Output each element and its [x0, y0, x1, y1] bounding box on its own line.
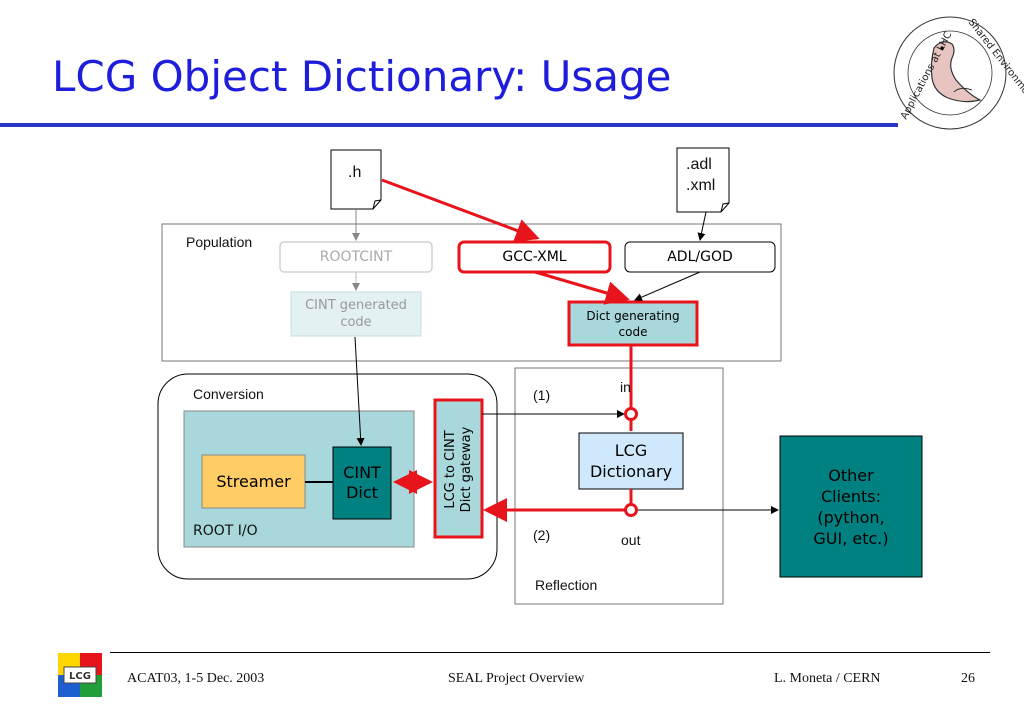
- lcg-dictionary-box: [578, 432, 684, 490]
- footer-right: L. Moneta / CERN: [774, 671, 881, 686]
- other-clients-line4: GUI, etc.): [813, 528, 889, 548]
- in-label: in: [620, 379, 631, 395]
- adlgod-label: ADL/GOD: [667, 249, 733, 265]
- xml-file-label: .xml: [686, 177, 716, 194]
- marker-2: (2): [533, 527, 551, 543]
- lcg-dictionary-line1: LCG: [614, 441, 648, 460]
- gccxml-label: GCC-XML: [502, 249, 567, 265]
- title-rule: [0, 123, 898, 127]
- reflection-label: Reflection: [535, 577, 598, 593]
- rootcint-label: ROOTCINT: [319, 249, 393, 265]
- dict-generating-box: [567, 300, 699, 347]
- svg-text:LCG: LCG: [69, 671, 91, 682]
- seal-logo-icon: Applications at LHC Shared Environment f…: [893, 16, 1024, 130]
- cint-generated-text: CINT generated code: [291, 292, 421, 336]
- other-clients-text: Other Clients: (python, GUI, etc.): [780, 436, 922, 577]
- gateway-text: LCG to CINT Dict gateway: [435, 401, 482, 538]
- gateway-line1: LCG to CINT: [442, 430, 458, 509]
- adl-file-shape: [676, 147, 730, 213]
- other-clients-line1: Other: [828, 465, 874, 485]
- cint-dict-line2: Dict: [346, 483, 378, 502]
- other-clients-line3: (python,: [817, 507, 885, 527]
- root-io-label: ROOT I/O: [193, 523, 258, 539]
- out-label: out: [621, 532, 641, 548]
- adl-file-label: .adl: [686, 156, 712, 173]
- page-number: 26: [961, 671, 975, 686]
- population-label: Population: [186, 234, 253, 250]
- lcg-logo-icon: LCG: [58, 653, 102, 697]
- footer-rule: [110, 652, 990, 653]
- slide-title: LCG Object Dictionary: Usage: [52, 52, 672, 101]
- gccxml-box: [457, 240, 612, 274]
- in-port: [624, 407, 638, 421]
- lcg-logo: LCG: [58, 653, 102, 697]
- streamer-label: Streamer: [216, 472, 291, 491]
- h-file-label: .h: [348, 164, 362, 181]
- dict-generating-line1: Dict generating: [586, 308, 680, 323]
- gateway-line2: Dict gateway: [458, 426, 474, 513]
- lcg-dictionary-line2: Dictionary: [589, 462, 673, 481]
- dict-generating-line2: code: [618, 324, 648, 339]
- h-file-shape: [330, 149, 382, 210]
- footer-center: SEAL Project Overview: [448, 671, 585, 686]
- gateway-box: [433, 398, 484, 539]
- lcg-dictionary-text: LCG Dictionary: [579, 433, 683, 489]
- cint-generated-line1: CINT generated: [305, 298, 407, 313]
- seal-logo: Applications at LHC Shared Environment f…: [876, 8, 1024, 138]
- dict-generating-text: Dict generating code: [569, 302, 697, 345]
- other-clients-line2: Clients:: [820, 486, 882, 506]
- footer-left: ACAT03, 1-5 Dec. 2003: [127, 671, 265, 686]
- out-port: [624, 503, 638, 517]
- other-clients-box: [779, 435, 923, 578]
- cint-generated-box: [290, 291, 422, 337]
- cint-generated-line2: code: [340, 315, 372, 330]
- marker-1: (1): [533, 387, 551, 403]
- cint-dict-line1: CINT: [343, 463, 381, 482]
- cint-dict-text: CINT Dict: [333, 447, 391, 519]
- conversion-label: Conversion: [193, 386, 264, 402]
